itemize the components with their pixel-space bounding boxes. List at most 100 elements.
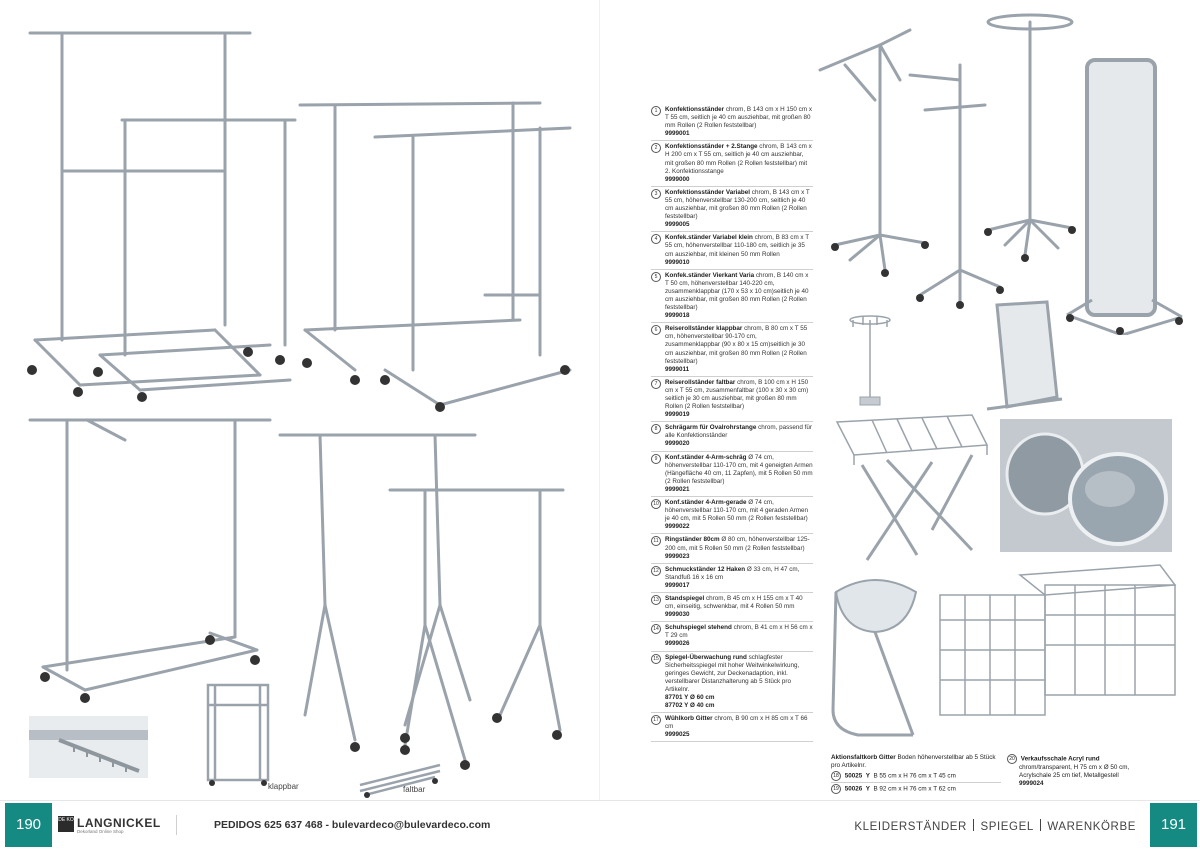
spec-item: 14 Schuhspiegel stehend chrom, B 41 cm x… (651, 622, 813, 652)
footer-bar (0, 800, 1200, 850)
basket-desc: Boden höhenverstellbar ab 5 Stück pro Ar… (831, 754, 996, 770)
spec-title: Ringständer 80cm (665, 536, 720, 544)
spec-item: 4 Konfek.ständer Variabel klein chrom, B… (651, 232, 813, 270)
spec-item: 1 Konfektionsständer chrom, B 143 cm x H… (651, 104, 813, 142)
spec-desc: schlagfester Sicherheitsspiegel mit hohe… (665, 653, 800, 693)
spec-title: Schrägarm für Ovalrohrstange (665, 424, 757, 432)
spec-code: 9999023 (665, 552, 690, 560)
spec-title: Schuhspiegel stehend (665, 624, 732, 632)
spec-title: Konf.ständer 4-Arm-gerade (665, 499, 747, 507)
brand-name: LANGNICKEL (77, 816, 161, 830)
title-separator (972, 819, 975, 831)
spec-item: 3 Konfektionsständer Variabel chrom, B 1… (651, 187, 813, 233)
spec-title: Standspiegel (665, 594, 705, 602)
page-number-left: 190 (5, 803, 52, 847)
spec-code: 9999018 (665, 312, 690, 320)
travel-rack-folded-image (355, 755, 445, 800)
spec-title: Konfektionsständer (665, 106, 725, 113)
item-number-badge: 2 (651, 143, 661, 154)
spec-title: Schmuckständer 12 Haken (665, 565, 746, 573)
spec-code: 9999017 (665, 581, 690, 589)
spec-variant: 87701 Y Ø 60 cm (665, 694, 715, 701)
spec-code: 9999011 (665, 365, 690, 373)
surveillance-mirror-image (1000, 419, 1172, 552)
spec-item: 8 Schrägarm für Ovalrohrstange chrom, pa… (651, 422, 813, 452)
basket-spec-block: Aktionsfaltkorb Gitter Boden höhenverste… (831, 754, 1001, 795)
spec-desc: Ø 74 cm, höhenverstellbar 110-170 cm, mi… (665, 499, 809, 523)
bowl-spec-block: 20 Verkaufsschale Acryl rund chrom/trans… (1007, 754, 1147, 788)
spec-code: 9999030 (665, 611, 690, 619)
item-number-badge: 20 (1007, 754, 1017, 764)
spec-item: 13 Standspiegel chrom, B 45 cm x H 155 c… (651, 593, 813, 623)
garment-rack-square-image (25, 405, 275, 710)
basket-variant-row: 19 50026 Y B 92 cm x H 76 cm x T 62 cm (831, 783, 1001, 795)
spec-item: 7 Reiserollständer faltbar chrom, B 100 … (651, 377, 813, 423)
footer-contact[interactable]: PEDIDOS 625 637 468 - bulevardeco@buleva… (214, 819, 491, 831)
spec-code: 9999021 (665, 485, 690, 493)
basket-title: Aktionsfaltkorb Gitter (831, 754, 896, 761)
spec-desc: chrom, passend für alle Konfektionstände… (665, 424, 812, 440)
spec-item: 15 Spiegel-Überwachung rund schlagfester… (651, 652, 813, 714)
spec-code: 9999019 (665, 411, 690, 419)
item-number-badge: 6 (651, 325, 661, 336)
jewelry-stand-image (845, 305, 895, 415)
spec-title: Spiegel-Überwachung rund (665, 653, 747, 661)
spec-item: 10 Konf.ständer 4-Arm-gerade Ø 74 cm, hö… (651, 497, 813, 535)
item-number-badge: 12 (651, 565, 661, 576)
spec-code: 9999025 (665, 731, 690, 739)
caption-klappbar: klappbar (268, 782, 299, 791)
bowl-desc: chrom/transparent, H 75 cm x Ø 50 cm, Ac… (1019, 764, 1130, 780)
spec-title: Konfektionsständer Variabel (665, 188, 751, 196)
wire-basket-stand-image (832, 410, 992, 570)
spec-code: 9999000 (665, 175, 690, 183)
folding-wire-baskets-image (935, 560, 1185, 730)
spec-item: 2 Konfektionsständer + 2.Stange chrom, B… (651, 141, 813, 187)
item-number-badge: 1 (651, 106, 661, 116)
spec-desc: chrom, B 90 cm x H 85 cm x T 66 cm (665, 715, 808, 731)
spec-desc: chrom, B 45 cm x H 155 cm x T 40 cm, ein… (665, 594, 803, 611)
spec-title: Reiserollständer klappbar (665, 325, 743, 333)
item-number-badge: 8 (651, 424, 661, 435)
ring-stand-image (980, 10, 1080, 265)
basket-dims: B 55 cm x H 76 cm x T 45 cm (873, 772, 956, 780)
item-number-badge: 19 (831, 784, 841, 795)
spec-desc: Ø 33 cm, H 47 cm, Standfuß 16 x 16 cm (665, 565, 800, 581)
basket-code: 50026 (844, 785, 863, 793)
page-number-right: 191 (1150, 803, 1197, 847)
folding-rack-closed-image (200, 675, 280, 790)
item-number-badge: 9 (651, 453, 661, 464)
spec-variant: 87702 Y Ø 40 cm (665, 702, 715, 710)
spec-desc: chrom, B 83 cm x T 55 cm, höhenverstellb… (665, 234, 809, 258)
slanted-arm-detail-image (29, 716, 148, 778)
spec-desc: chrom, B 143 cm x H 200 cm x T 55 cm, se… (665, 143, 812, 175)
bowl-title: Verkaufsschale Acryl rund (1020, 755, 1100, 763)
spec-title: Konf.ständer 4-Arm-schräg (665, 453, 747, 461)
item-number-badge: 13 (651, 594, 661, 605)
item-number-badge: 14 (651, 624, 661, 635)
item-number-badge: 11 (651, 536, 661, 547)
item-number-badge: 15 (651, 653, 661, 664)
spec-title: Reiserollständer faltbar (665, 378, 736, 386)
standing-mirror-image (1062, 55, 1187, 335)
product-spec-list: 1 Konfektionsständer chrom, B 143 cm x H… (651, 104, 813, 743)
section-title-item: KLEIDERSTÄNDER (854, 821, 967, 833)
spec-desc: Ø 80 cm, höhenverstellbar 125-200 cm, mi… (665, 536, 810, 552)
spec-item: 12 Schmuckständer 12 Haken Ø 33 cm, H 47… (651, 564, 813, 593)
basket-variant-row: 18 50025 Y B 55 cm x H 76 cm x T 45 cm (831, 770, 1001, 784)
item-number-badge: 18 (831, 771, 841, 782)
footer-separator (176, 815, 177, 835)
garment-rack-variable-image (295, 95, 585, 420)
shoe-mirror-image (982, 297, 1067, 417)
spec-code: 9999005 (665, 221, 690, 229)
section-title-item: WARENKÖRBE (1047, 821, 1136, 833)
item-number-badge: 4 (651, 234, 661, 245)
spec-code: 9999010 (665, 258, 690, 266)
item-number-badge: 10 (651, 499, 661, 510)
title-separator (1039, 819, 1042, 831)
caption-faltbar: faltbar (403, 785, 426, 794)
page-divider (599, 0, 600, 800)
basket-code: 50025 (844, 772, 863, 780)
spec-item: 9 Konf.ständer 4-Arm-schräg Ø 74 cm, höh… (651, 452, 813, 498)
item-number-badge: 3 (651, 188, 661, 199)
